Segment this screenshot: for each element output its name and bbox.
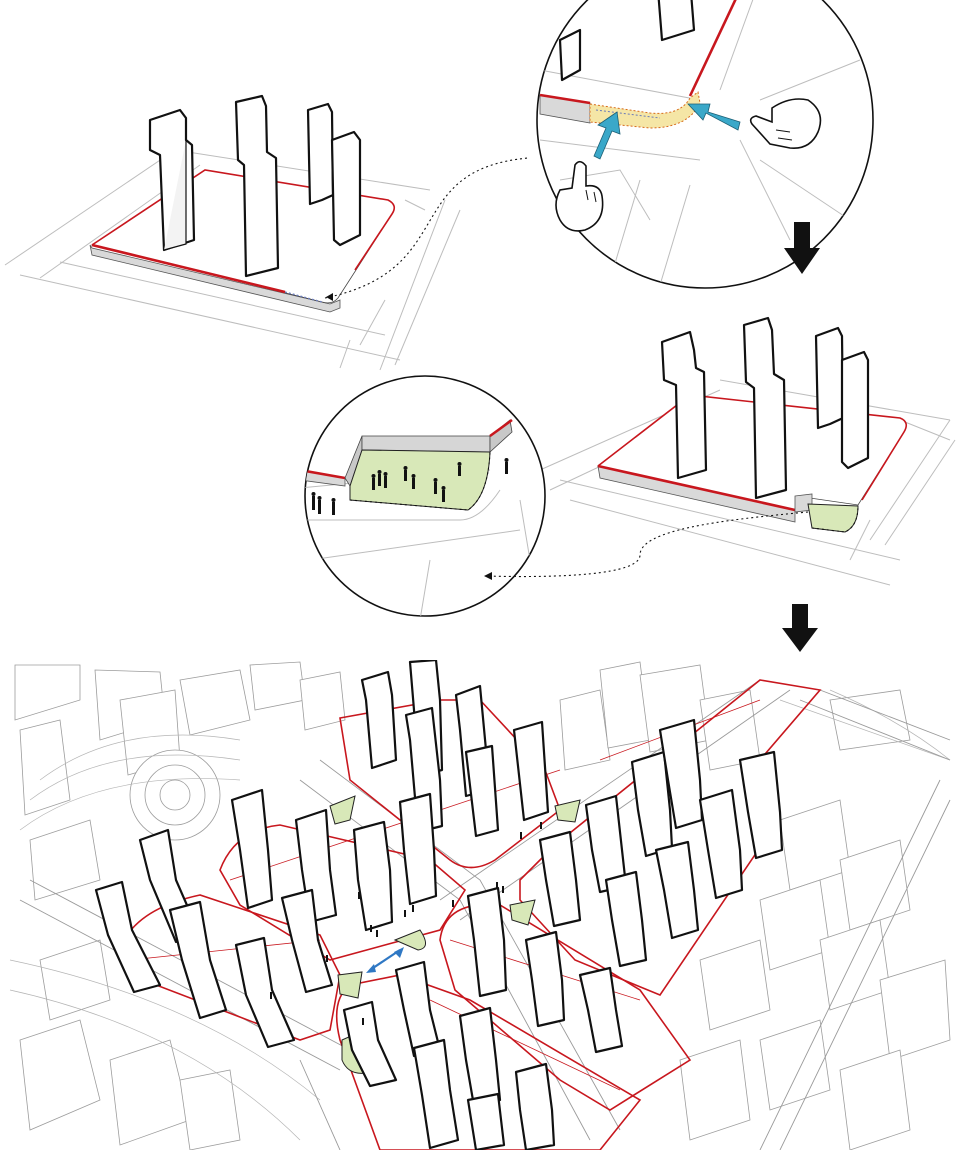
down-arrow-icon [784,222,820,274]
stage-3-roads [19,679,951,1150]
stage-3-masterplan [9,660,951,1150]
zoom-circle-corner [536,0,874,289]
stage-1-roads [4,149,461,371]
pointer-arrow-left [593,111,621,160]
stage-1-towers [148,94,362,278]
people-icon [311,458,509,515]
context-buildings [9,661,951,1150]
pointing-hand-icon [749,98,822,149]
people-icon [270,822,542,1025]
stage-3-towers [94,660,784,1150]
connector-arrow-icon [366,947,404,973]
zoom-circle-plaza [304,375,546,617]
down-arrow-icon [782,604,818,652]
stage-2-towers [660,316,870,500]
connector-arrowhead-2 [484,572,492,580]
stage-1-site [4,94,461,371]
connector-stage-1 [324,157,529,299]
pointing-hand-icon [555,160,604,232]
pointer-arrow-right [687,103,741,131]
stage-2-site [539,316,956,586]
connector-arrowhead-1 [326,293,333,301]
